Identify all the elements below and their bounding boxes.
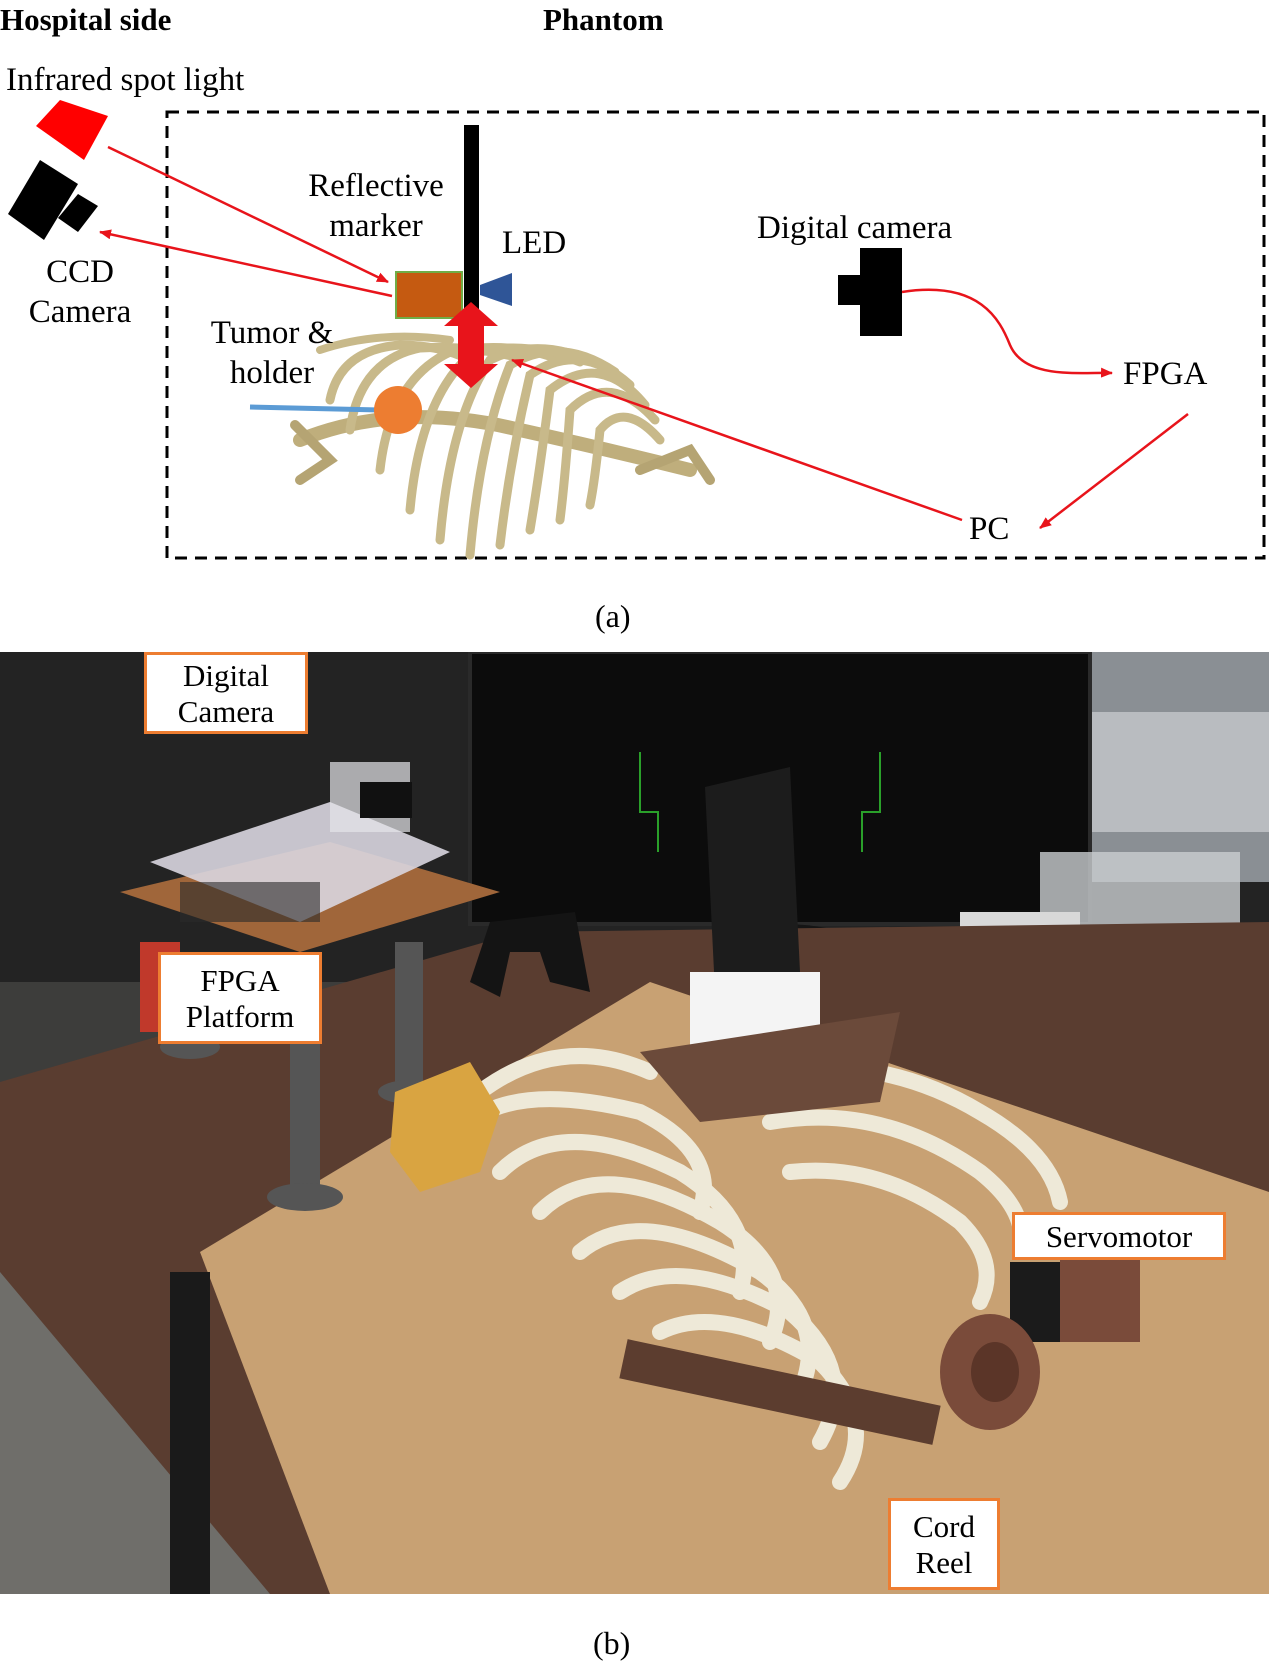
tumor-icon: [374, 386, 422, 434]
servomotor-callout: Servomotor: [1012, 1212, 1226, 1260]
vertical-plate: [464, 125, 479, 313]
infrared-spot-light-icon: [36, 100, 108, 160]
ccd-camera-label-line2: Camera: [28, 294, 132, 330]
fpga-platform-callout-line1: FPGA: [200, 963, 280, 998]
arrow-pc-to-motion: [511, 358, 963, 522]
reflective-marker: [395, 271, 463, 319]
caption-a: (a): [595, 598, 631, 634]
cord-reel-callout-line2: Reel: [915, 1545, 973, 1580]
panel-b-photo: Digital Camera FPGA Platform Servomotor …: [0, 652, 1269, 1594]
digital-camera-callout: Digital Camera: [144, 652, 308, 734]
photo-scene: [0, 652, 1269, 1594]
arrow-spotlight-to-marker: [107, 145, 389, 284]
tumor-holder-label-line1: Tumor &: [210, 315, 334, 351]
arrow-marker-to-ccd: [99, 229, 393, 298]
ccd-camera-label: CCD Camera: [20, 252, 140, 332]
cord-reel-callout-line1: Cord: [913, 1509, 975, 1544]
tumor-holder-rod: [249, 404, 381, 413]
fpga-platform-callout-line2: Platform: [185, 999, 295, 1034]
digital-camera-label: Digital camera: [757, 210, 953, 246]
arrow-fpga-to-pc: [1039, 413, 1189, 529]
infrared-spot-light-label: Infrared spot light: [6, 62, 245, 98]
hospital-side-heading: Hospital side: [0, 2, 172, 37]
digital-camera-callout-line2: Camera: [177, 694, 275, 729]
tumor-holder-label: Tumor & holder: [192, 313, 352, 393]
reflective-marker-label: Reflective marker: [286, 166, 466, 246]
caption-b: (b): [593, 1625, 631, 1661]
arrow-camera-to-fpga: [901, 288, 1113, 378]
reflective-marker-label-line1: Reflective: [308, 168, 444, 204]
rib-cage-illustration: [290, 332, 715, 560]
tumor-holder-label-line2: holder: [229, 355, 315, 391]
phantom-boundary: [165, 110, 1266, 560]
fpga-platform-callout: FPGA Platform: [158, 952, 322, 1044]
reflective-marker-label-line2: marker: [329, 208, 423, 244]
phantom-heading: Phantom: [543, 2, 664, 37]
digital-camera-icon: [838, 248, 902, 336]
pc-label: PC: [969, 511, 1010, 547]
led-icon: [480, 273, 512, 306]
led-label: LED: [502, 225, 567, 261]
ccd-camera-label-line1: CCD: [46, 254, 114, 290]
motion-arrow: [444, 302, 498, 388]
cord-reel-callout: Cord Reel: [888, 1498, 1000, 1590]
ccd-camera-icon: [8, 160, 98, 240]
photo-plate: [705, 767, 800, 992]
digital-camera-callout-line1: Digital: [182, 658, 270, 693]
fpga-label: FPGA: [1123, 356, 1208, 392]
panel-a-diagram: [8, 100, 1266, 560]
